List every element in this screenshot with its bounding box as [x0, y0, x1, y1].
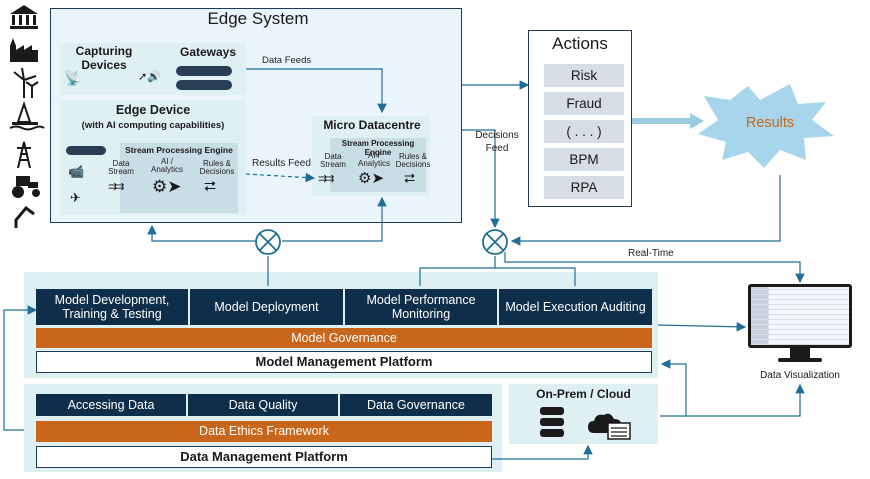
- stream-arrows-icon: ⇉⇉: [318, 173, 335, 185]
- micro-stream-engine-band: [330, 138, 426, 192]
- module-data-quality: Data Quality: [188, 394, 338, 416]
- drone-icon: ✈: [70, 190, 81, 205]
- micro-data-stream-label: Data Stream: [320, 152, 346, 170]
- gateway-device-icon: [176, 80, 232, 90]
- edge-rules-decisions-label: Rules & Decisions: [199, 159, 235, 177]
- monitor-icon: [748, 284, 852, 348]
- edge-device-title: Edge Device: [115, 103, 191, 117]
- edge-module-icon: [66, 146, 106, 155]
- edge-stream-engine-band: [120, 143, 238, 213]
- micro-stream-engine-label: Stream Processing Engine: [341, 139, 415, 157]
- edge-system-title: Edge System: [207, 9, 309, 28]
- module-data-governance: Data Governance: [340, 394, 492, 416]
- edge-device-subtitle: (with AI computing capabilities): [81, 120, 225, 131]
- capturing-devices-label: Capturing Devices: [75, 44, 133, 73]
- edge-stream-engine-label: Stream Processing Engine: [125, 145, 233, 155]
- signal-tower-icon: 📡: [64, 70, 82, 86]
- oil-rig-icon: [9, 100, 45, 131]
- stream-arrows-icon: ⇉⇉: [108, 181, 125, 193]
- module-model-development: Model Development, Training & Testing: [36, 289, 188, 325]
- module-model-performance-monitoring: Model Performance Monitoring: [345, 289, 497, 325]
- micro-datacentre-title: Micro Datacentre: [323, 118, 421, 132]
- module-model-deployment: Model Deployment: [190, 289, 343, 325]
- gear-analytics-icon: ⚙➤: [358, 170, 385, 187]
- actions-title: Actions: [552, 34, 608, 53]
- data-ethics-framework-bar: Data Ethics Framework: [36, 421, 492, 442]
- gear-analytics-icon: ⚙➤: [152, 177, 182, 196]
- data-visualization-label: Data Visualization: [760, 370, 840, 381]
- power-tower-icon: [17, 141, 31, 169]
- model-governance-bar: Model Governance: [36, 328, 652, 348]
- action-rpa: RPA: [544, 176, 624, 199]
- data-feeds-label: Data Feeds: [262, 55, 312, 66]
- decisions-feed-label: Decisions Feed: [475, 130, 519, 154]
- action-risk: Risk: [544, 64, 624, 87]
- decision-flow-icon: ⮂: [204, 178, 217, 195]
- bank-icon: [10, 5, 38, 29]
- factory-icon: [10, 38, 38, 62]
- wind-turbine-icon: [13, 67, 39, 98]
- module-model-execution-auditing: Model Execution Auditing: [499, 289, 652, 325]
- micro-ai-analytics-label: AI / Analytics: [358, 151, 391, 169]
- robot-arm-icon: [14, 205, 35, 228]
- action-more: ( . . . ): [544, 120, 624, 143]
- industry-icons: [9, 5, 45, 228]
- camera-icon: 📹: [68, 164, 85, 179]
- on-prem-cloud-panel: [509, 384, 658, 444]
- data-management-platform-title: Data Management Platform: [36, 446, 492, 468]
- results-feed-label: Results Feed: [252, 158, 311, 169]
- cloud-server-icon: [588, 413, 631, 440]
- gateways-label: Gateways: [180, 45, 237, 59]
- model-management-platform-title: Model Management Platform: [36, 351, 652, 373]
- tractor-icon: [12, 176, 40, 198]
- on-prem-cloud-title: On-Prem / Cloud: [536, 387, 631, 401]
- server-database-icons: [540, 407, 631, 440]
- module-accessing-data: Accessing Data: [36, 394, 186, 416]
- real-time-label: Real-Time: [628, 248, 674, 259]
- monitor-base: [778, 358, 822, 362]
- gateway-device-icon: [176, 66, 232, 76]
- action-fraud: Fraud: [544, 92, 624, 115]
- results-starburst: [698, 84, 834, 168]
- results-label: Results: [745, 115, 795, 131]
- wave-signal-icon: ➚🔊: [138, 71, 161, 83]
- micro-rules-decisions-label: Rules & Decisions: [395, 152, 431, 170]
- monitor-stand: [790, 348, 810, 358]
- edge-data-stream-label: Data Stream: [108, 159, 134, 177]
- action-bpm: BPM: [544, 148, 624, 171]
- decision-flow-icon: ⮂: [404, 170, 416, 186]
- edge-ai-analytics-label: AI / Analytics: [150, 157, 183, 175]
- database-icon: [540, 407, 564, 437]
